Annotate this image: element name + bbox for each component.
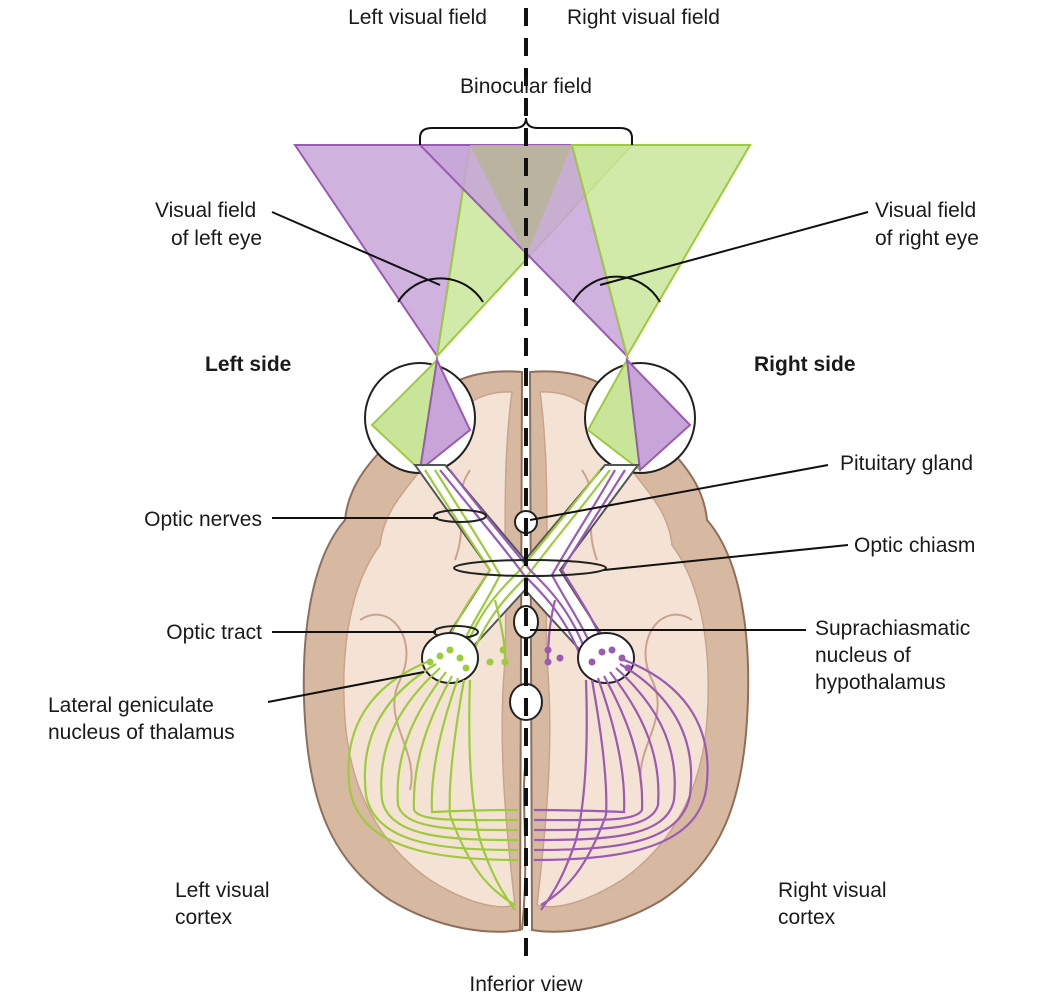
visual-field-left-eye-label: Visual field of left eye xyxy=(155,199,262,250)
gyrus-line xyxy=(639,613,693,791)
right-eye-purple-projection xyxy=(625,357,692,473)
left-eye-angle-arc xyxy=(397,277,484,303)
right-side-label: Right side xyxy=(754,353,856,376)
right-optic-radiation xyxy=(533,658,709,911)
visual-field-right-eye-label: Visual field of right eye xyxy=(875,199,982,250)
optic-nerves-loop xyxy=(433,509,487,523)
right-eye-angle-arc xyxy=(572,275,661,303)
leader-lgn xyxy=(267,671,425,703)
left-optic-radiation xyxy=(347,658,519,911)
optic-tract-label: Optic tract xyxy=(166,621,262,644)
right-eye-field-green xyxy=(570,144,752,359)
labels: Left visual field Right visual field Bin… xyxy=(48,6,982,996)
leader-right-eye-field xyxy=(599,211,869,286)
lateral-geniculate-label: Lateral geniculate nucleus of thalamus xyxy=(48,694,235,744)
right-visual-cortex-label: Right visual cortex xyxy=(778,879,892,929)
right-visual-field-label: Right visual field xyxy=(567,6,720,29)
suprachiasmatic-label: Suprachiasmatic nucleus of hypothalamus xyxy=(815,617,976,694)
left-side-label: Left side xyxy=(205,353,291,376)
leader-optic-chiasm xyxy=(603,544,849,571)
optic-chiasm-loop xyxy=(453,559,607,577)
longitudinal-fissure xyxy=(521,759,527,931)
right-lgn-dots xyxy=(544,646,632,672)
left-visual-field-label: Left visual field xyxy=(348,6,487,29)
visual-fields xyxy=(293,144,752,360)
leader-lines xyxy=(267,211,869,703)
optic-chiasm-label: Optic chiasm xyxy=(854,534,975,557)
inferior-view-label: Inferior view xyxy=(469,973,583,996)
optic-nerves-label: Optic nerves xyxy=(144,508,262,531)
pituitary-gland-label: Pituitary gland xyxy=(840,452,973,475)
gyrus-line xyxy=(359,613,413,791)
eyes xyxy=(364,356,696,474)
left-lgn-dots xyxy=(426,646,509,672)
binocular-brace xyxy=(419,117,633,145)
left-eye-purple-projection xyxy=(418,356,472,473)
binocular-field-label: Binocular field xyxy=(460,75,592,98)
binocular-overlap xyxy=(470,145,572,256)
left-visual-cortex-label: Left visual cortex xyxy=(175,879,275,929)
purple-fibers xyxy=(439,469,626,661)
left-lgn xyxy=(421,632,479,684)
leader-left-eye-field xyxy=(271,211,441,286)
leader-pituitary xyxy=(529,464,829,521)
right-lgn xyxy=(577,632,635,684)
